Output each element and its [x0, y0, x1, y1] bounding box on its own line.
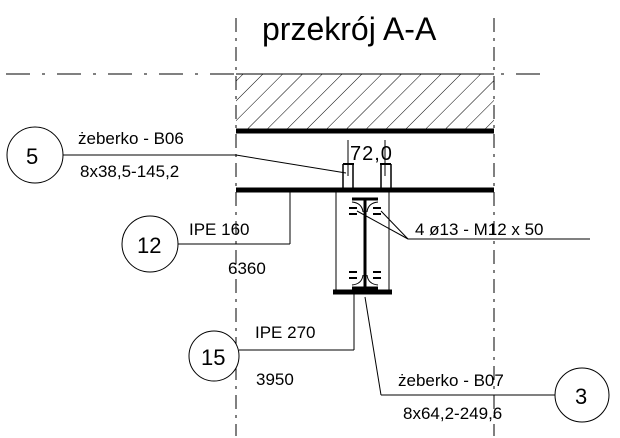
callout-3-line1: żeberko - B07: [398, 371, 504, 390]
callout-12-number: 12: [137, 233, 161, 258]
callout-5-line2: 8x38,5-145,2: [80, 162, 179, 181]
dimension-text: 72,0: [350, 143, 393, 165]
callout-12-line2: 6360: [228, 259, 266, 278]
hatched-slab: [236, 73, 494, 130]
callout-5-line1: żeberko - B06: [78, 129, 184, 148]
callout-15-number: 15: [201, 345, 225, 370]
callout-12-line1: IPE 160: [189, 220, 250, 239]
bolt-label: 4 ø13 - M12 x 50: [415, 220, 544, 239]
callout-3-number: 3: [575, 384, 587, 409]
callout-3: 3 żeberko - B07 8x64,2-249,6: [364, 296, 610, 423]
callout-5: 5 żeberko - B06 8x38,5-145,2: [6, 126, 347, 184]
rib-connection: [342, 140, 392, 190]
callout-3-line2: 8x64,2-249,6: [403, 404, 502, 423]
bolt-callout: 4 ø13 - M12 x 50: [356, 210, 590, 240]
callout-15: 15 IPE 270 3950: [188, 292, 355, 389]
ipe270-column: [333, 192, 392, 295]
callout-15-line1: IPE 270: [255, 323, 316, 342]
callout-15-line2: 3950: [256, 370, 294, 389]
section-title: przekrój A-A: [262, 11, 437, 47]
callout-12: 12 IPE 160 6360: [121, 190, 291, 278]
callout-5-number: 5: [26, 144, 38, 169]
